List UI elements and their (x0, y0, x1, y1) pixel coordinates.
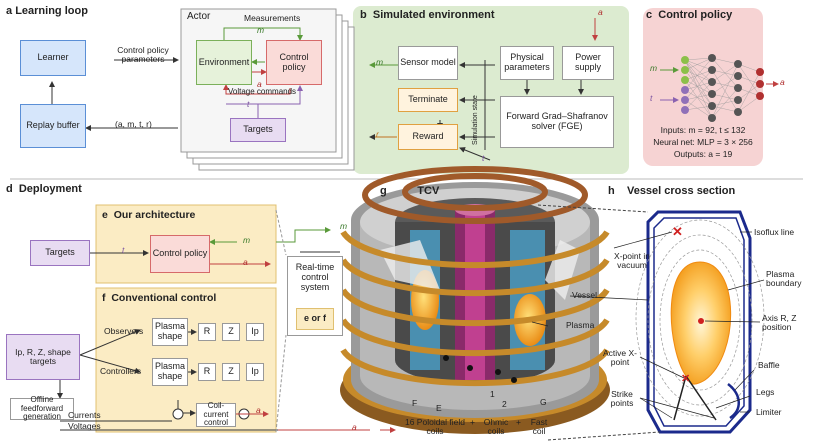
net-label: Neural net: MLP = 3 × 256 (653, 137, 753, 147)
fast-coil-label: Fast coil (530, 417, 548, 436)
svg-text:✕: ✕ (681, 373, 690, 385)
vessel-label: Vessel (572, 290, 598, 300)
label-1: 1 (490, 389, 495, 399)
ohmic-coils-label: Ohmic coils (483, 417, 509, 436)
simulation-state-label: Simulation state (472, 95, 479, 145)
terminate-box: Terminate (398, 88, 458, 112)
isoflux-label: Isoflux line (754, 227, 795, 237)
voltages-label: Voltages (68, 421, 101, 431)
environment-box: Environment (196, 40, 252, 85)
sensor-model-box: Sensor model (398, 46, 458, 80)
m-label-rt: m (340, 221, 348, 231)
panel-b-title: b Simulated environment (360, 9, 495, 21)
a-label-c: a (780, 77, 785, 87)
replay-buffer-box: Replay buffer (20, 104, 86, 148)
tokamak-illustration (340, 166, 610, 434)
physical-parameters-box: Physical parameters (500, 46, 554, 80)
label-G: G (540, 397, 547, 407)
a-label-f: a (256, 405, 261, 415)
baffle-label: Baffle (758, 360, 780, 370)
outputs-label: Outputs: a = 19 (673, 149, 733, 159)
ip-controller: Ip (246, 363, 264, 381)
a-label-e: a (243, 257, 248, 267)
control-policy-box-e: Control policy (150, 235, 210, 273)
panel-a-title: a Learning loop (6, 5, 88, 17)
m-label-c: m (650, 63, 658, 73)
ip-observer: Ip (246, 323, 264, 341)
active-xpoint-label: Active X-point (602, 348, 637, 367)
solver-box: Forward Grad–Shafranov solver (FGE) (500, 96, 614, 148)
offline-feedforward-box: Offline feedforward generation (10, 395, 74, 421)
actor-label: Actor (187, 11, 211, 22)
t-label-d: t (122, 245, 125, 255)
learner-box: Learner (20, 40, 86, 76)
tuple-label: (a, m, t, r) (115, 119, 152, 129)
panel-c-bg (643, 8, 763, 166)
observers-label: Observers (104, 326, 144, 336)
currents-label: Currents (68, 410, 101, 420)
targets-box-a: Targets (230, 118, 286, 142)
z-controller: Z (222, 363, 240, 381)
panel-g-title: g TCV (380, 185, 440, 197)
label-2: 2 (502, 399, 507, 409)
e-or-f-box: e or f (296, 308, 334, 330)
coil-current-control-box: Coil-current control (196, 401, 236, 427)
panel-h-title: h Vessel cross section (608, 185, 736, 197)
voltage-commands-label: Voltage commands (228, 87, 297, 96)
axis-label: Axis R, Z position (762, 313, 797, 332)
power-supply-box: Power supply (562, 46, 614, 80)
measurements-label: Measurements (244, 13, 301, 23)
plasma-shape-observer: Plasma shape (152, 318, 188, 346)
m-label-a: m (257, 25, 265, 35)
panel-f-title: f Conventional control (102, 292, 217, 304)
svg-text:✕: ✕ (672, 224, 683, 239)
t-label-a: t (247, 99, 250, 109)
r-observer: R (198, 323, 216, 341)
plasma-shape-controller: Plasma shape (152, 358, 188, 386)
plus-1: + (470, 417, 475, 427)
controllers-label: Controllers (100, 366, 142, 376)
inputs-label: Inputs: m = 92, t ≤ 132 (660, 125, 746, 135)
a-label-b: a (598, 7, 603, 17)
reward-box: Reward (398, 124, 458, 150)
control-params-label: Control policy parameters (117, 45, 169, 64)
plus-2: + (516, 417, 521, 427)
t-label-b: t (482, 153, 485, 163)
panel-d-title: d Deployment (6, 183, 82, 195)
plasma-label-g: Plasma (566, 320, 595, 330)
m-label-b: m (376, 57, 384, 67)
neural-net-diagram (660, 54, 779, 122)
panel-e-title: e Our architecture (102, 209, 196, 221)
z-observer: Z (222, 323, 240, 341)
targets-box-d: Targets (30, 240, 90, 266)
plasma-boundary-label: Plasma boundary (766, 269, 802, 288)
panel-c-title: c Control policy (646, 9, 733, 21)
a-label-a: a (257, 79, 262, 89)
m-label-e: m (243, 235, 251, 245)
vessel-cross-section: ✕ ✕ (531, 204, 765, 441)
strike-points-label: Strike points (610, 389, 634, 408)
control-policy-box-a: Control policy (266, 40, 322, 85)
r-label-b: r (376, 129, 379, 139)
rt-control-system-label: Real-time control system (295, 262, 335, 292)
label-F: F (412, 398, 418, 408)
poloidal-coils-label: 16 Poloidal field coils (404, 417, 465, 436)
a-label-rt: a (352, 422, 357, 432)
limiter-label: Limiter (756, 407, 782, 417)
label-E: E (436, 403, 442, 413)
shape-targets-box: Ip, R, Z, shape targets (6, 334, 80, 380)
t-label-c: t (650, 93, 653, 103)
xpoint-vacuum-label: X-point in vacuum (614, 251, 650, 270)
r-controller: R (198, 363, 216, 381)
panel-b-bg (353, 6, 629, 174)
legs-label: Legs (756, 387, 775, 397)
